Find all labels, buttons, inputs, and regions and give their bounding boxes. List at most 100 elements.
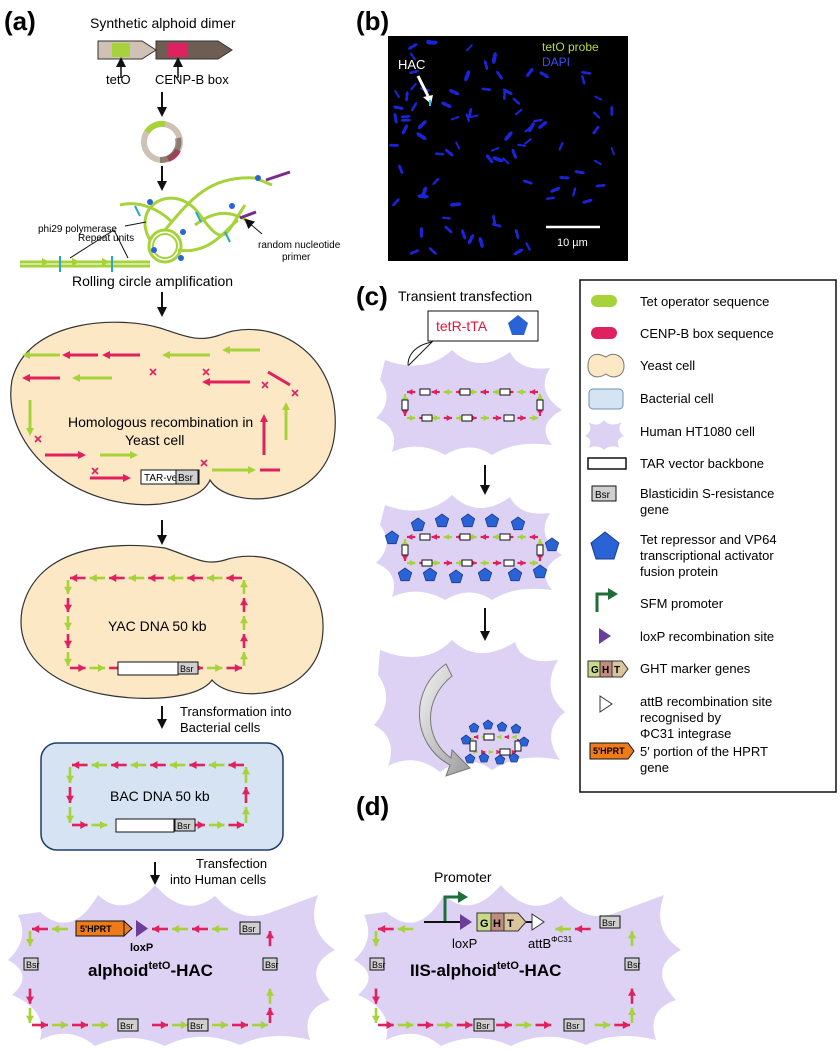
chromosome-arm [506,90,513,95]
dna-arrowhead [80,821,88,829]
probe-label: tetO probe [542,40,599,54]
legend-label: fusion protein [640,564,718,579]
loxp-triangle-icon [460,914,472,930]
bsr-box [369,957,385,971]
chromosome-spot [496,70,503,80]
chromosome-spot [428,247,437,255]
dna-arrowhead [220,1021,228,1029]
chromosome-spot [393,105,404,110]
chromosome-spot [550,187,561,193]
chromosome-spot [461,229,467,240]
chromosome-arm [488,157,494,164]
attb-label: attBΦC31 [528,935,573,951]
chromosome-arm [396,93,400,99]
dimer-arrow-2 [155,40,233,60]
chromosome-arm [545,197,552,200]
chromosome-spot [594,95,603,101]
dna-arrowhead [64,604,72,612]
loxp-triangle-icon [599,628,611,644]
chromosome-arm [502,157,507,162]
chromosome-spot [444,148,454,157]
chromosome-arm [397,106,404,110]
bsr-label: Bsr [120,1021,134,1031]
dna-arrowhead [434,415,440,421]
chromosome-arm [595,114,601,119]
chromosome-spot [559,175,570,180]
dna-arrowhead [480,389,487,395]
dna-arrowhead [189,761,197,769]
legend-ght-icon: G H T [587,660,629,678]
dna-arrowhead [480,534,487,540]
chromosome-arm [409,70,415,75]
bsr-box [563,1018,585,1032]
dna-arrowhead [431,389,437,395]
chromosome-arm [563,176,570,180]
chromosome-spot [416,132,427,141]
tar-marker [499,388,511,396]
c-loop-3 [469,733,522,756]
dna-arrowhead [66,795,74,803]
legend-label: loxP recombination site [640,629,774,644]
hac-name-a: alphoidtetO-HAC [88,960,213,980]
pentagon-icon [460,513,476,528]
promoter-arrow-head [458,891,468,903]
chromosome-spot [532,118,543,123]
repeat-units-label: Repeat units [78,233,134,244]
chromosome-spot [504,131,513,141]
dna-arrowhead [167,574,175,582]
chromosome-arm [542,73,550,79]
chromosome-arm [494,147,500,151]
legend-bact-icon [588,388,624,410]
promoter-arrow-icon [595,592,610,612]
dna-arrowhead [64,622,72,630]
chromosome-spot [478,236,484,249]
dna-arrowhead [497,734,502,740]
chromosome-arm [592,128,598,135]
random-primer-label-2: primer [282,252,311,263]
dna-arrowhead [512,734,517,740]
dna-arrowhead [537,394,543,400]
human-cell-c1 [376,350,562,455]
chromosome-arm [515,100,521,105]
dna-arrowhead [471,560,477,566]
tar-vector-box [117,661,179,676]
chromosome-spot [511,148,517,159]
dna-arrowhead [517,389,523,395]
chromosome-arm [479,240,484,249]
svg-text:G: G [591,665,599,676]
dna-arrowhead [471,415,477,421]
dna-arrowhead [407,534,413,540]
chromosome-arm [513,250,520,256]
chromosome-spot [502,157,510,165]
pentagon-icon [448,569,464,584]
rca-label: Rolling circle amplification [72,273,233,289]
chromosome-arm [466,47,470,52]
chromosome-spot [419,227,424,239]
c-pentagons-2 [384,513,560,584]
chromosome-arm [504,134,511,141]
chromosome-arm [399,168,404,175]
dna-arrowhead [109,574,117,582]
chromosome-spot [490,147,500,152]
dna-arrowhead [99,821,108,829]
hac-label-b: HAC [398,57,425,72]
chromosome-arm [512,152,517,159]
chromosome-spot [538,121,548,129]
dna-arrowhead [240,634,248,642]
chromosome-arm [532,119,539,123]
legend-label: CENP-B box sequence [640,326,774,341]
chromosome-spot [481,87,492,91]
chromosome-arm [593,159,599,164]
pentagon-icon [482,719,494,730]
loxp-triangle-icon [136,920,148,937]
chromosome-arm [610,109,614,117]
legend-label: recognised by [640,710,721,725]
dna-arrowhead [407,389,413,395]
hprt-label: 5'HPRT [80,924,112,934]
tar-vector-label: TAR-vector [144,473,194,484]
dna-arrowhead [52,925,60,933]
pentagon-icon [464,753,476,764]
dna-arrowhead [70,574,78,582]
bsr-box [117,1018,139,1032]
